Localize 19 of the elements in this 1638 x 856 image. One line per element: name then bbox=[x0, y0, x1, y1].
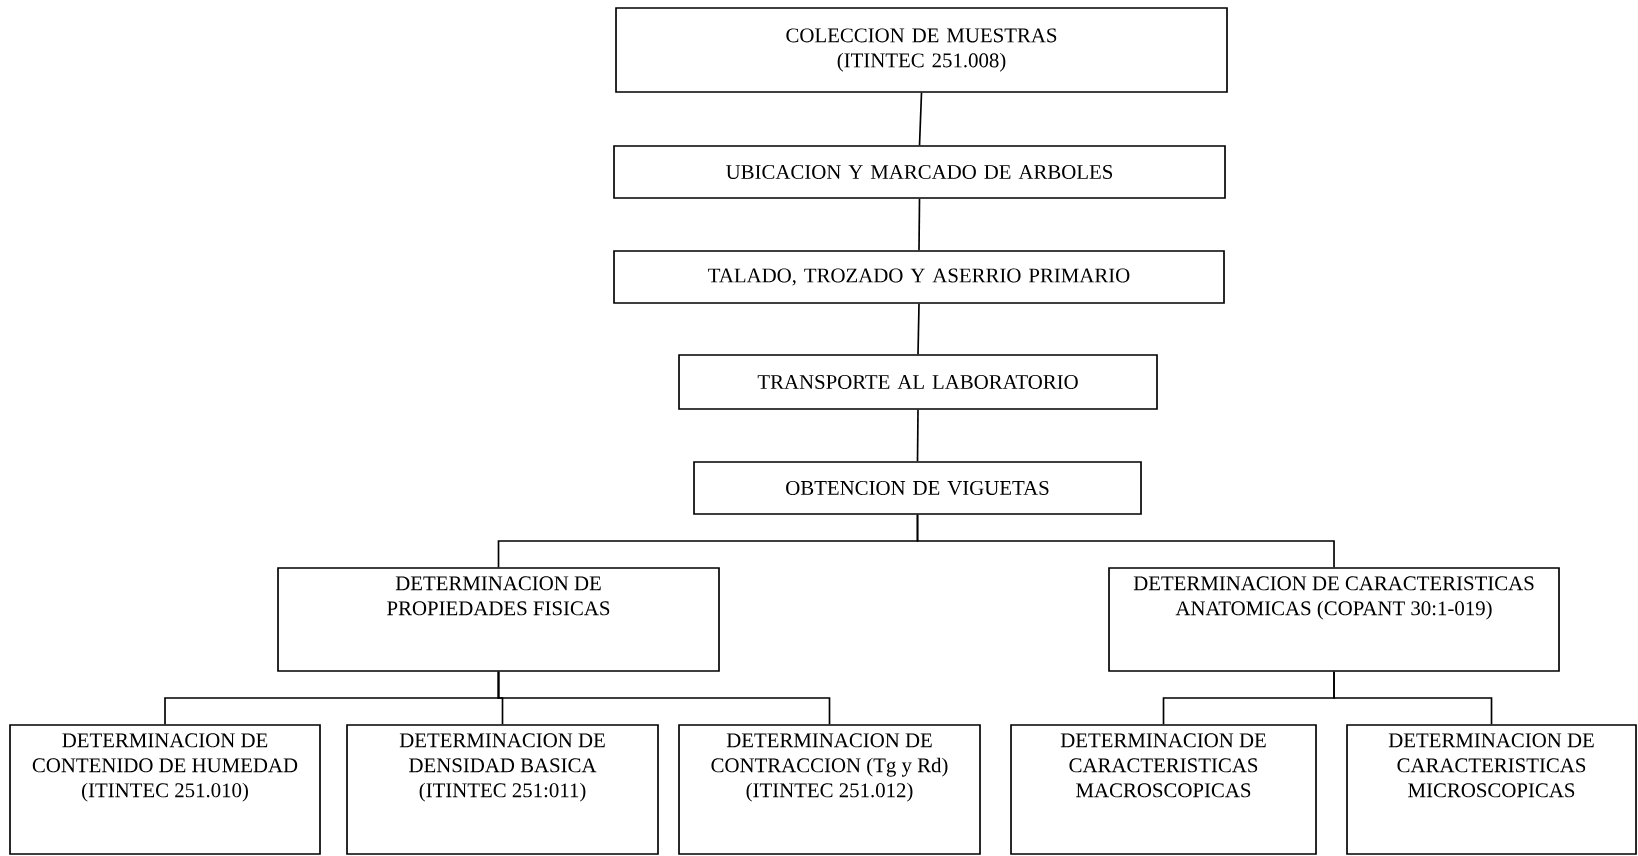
process-box: OBTENCION DE VIGUETAS bbox=[693, 461, 1142, 515]
process-box: DETERMINACION DE CONTRACCION (Tg y Rd) (ITINTEC 251.012) bbox=[678, 724, 981, 855]
process-box: COLECCION DE MUESTRAS (ITINTEC 251.008) bbox=[615, 7, 1228, 93]
process-box: DETERMINACION DE DENSIDAD BASICA (ITINTEC 251:011) bbox=[346, 724, 659, 855]
connector-line bbox=[497, 671, 831, 725]
process-box: TALADO, TROZADO Y ASERRIO PRIMARIO bbox=[613, 250, 1225, 304]
connector-line bbox=[917, 303, 920, 355]
process-box: DETERMINACION DE CONTENIDO DE HUMEDAD (ITINTEC 251.010) bbox=[9, 724, 321, 855]
connector-line bbox=[918, 92, 923, 146]
process-box: DETERMINACION DE CARACTERISTICAS MACROSCOPICAS bbox=[1010, 724, 1317, 855]
connector-line bbox=[918, 198, 921, 251]
process-box: DETERMINACION DE PROPIEDADES FISICAS bbox=[277, 567, 720, 672]
process-box: UBICACION Y MARCADO DE ARBOLES bbox=[613, 145, 1226, 199]
connector-line bbox=[916, 514, 1335, 568]
process-box: TRANSPORTE AL LABORATORIO bbox=[678, 354, 1158, 410]
connector-line bbox=[916, 409, 919, 462]
process-box: DETERMINACION DE CARACTERISTICAS MICROSCOPICAS bbox=[1346, 724, 1637, 855]
connector-line bbox=[1333, 671, 1493, 725]
process-box: DETERMINACION DE CARACTERISTICAS ANATOMICAS (COPANT 30:1-019) bbox=[1108, 567, 1560, 672]
